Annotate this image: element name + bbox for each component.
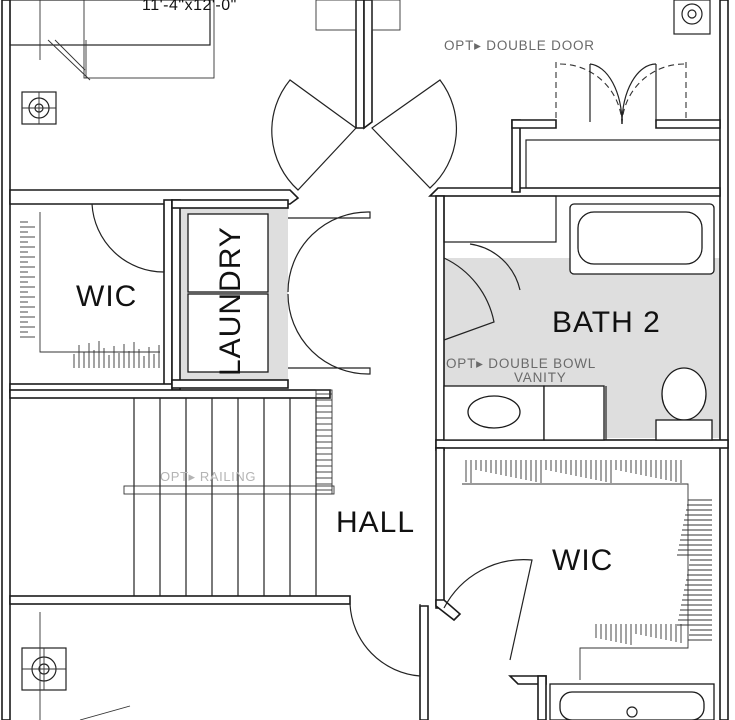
wic-left-door-icon xyxy=(91,203,165,273)
laundry-label: LAUNDRY xyxy=(214,226,247,376)
wall-lower-right xyxy=(419,605,429,720)
washer-dryer xyxy=(187,213,269,373)
wall-bath-left xyxy=(435,195,445,451)
wic-left-label: WIC xyxy=(76,280,137,313)
staircase xyxy=(133,398,317,596)
wall-closet-top-left-cap xyxy=(511,119,557,129)
wall-wic-right-left xyxy=(435,447,445,609)
bath-partition xyxy=(443,195,557,243)
vanity-note-line2: VANITY xyxy=(514,370,567,385)
opt-double-door-icon xyxy=(525,62,721,189)
ceiling-fixture-icon xyxy=(21,647,67,691)
hall-label: HALL xyxy=(336,506,415,539)
laundry-double-door-icon xyxy=(287,211,371,375)
wall-left-exterior xyxy=(1,0,11,720)
wall-top-center-right xyxy=(363,0,373,130)
wall-laundry-bottom xyxy=(171,379,289,389)
wall-stair-bottom xyxy=(9,595,351,605)
opt-railing xyxy=(123,389,335,495)
bedroom-furniture xyxy=(9,0,401,81)
wall-right-exterior xyxy=(719,0,729,720)
wall-bath-top xyxy=(428,187,721,197)
vanity-note-line1: OPT▸ DOUBLE BOWL xyxy=(446,356,596,371)
wall-lower-bath-left xyxy=(537,675,547,720)
vanity xyxy=(443,385,607,441)
wall-wic-left-right xyxy=(163,199,173,386)
wall-laundry-left xyxy=(171,199,181,391)
bedroom-double-door-icon xyxy=(271,79,458,191)
wic-right-shelving xyxy=(462,460,712,680)
bath-2-label: BATH 2 xyxy=(552,306,661,339)
wall-bath-bottom xyxy=(435,439,729,449)
wall-laundry-top xyxy=(171,199,289,209)
opt-railing-note: OPT▸ RAILING xyxy=(160,469,256,484)
toilet-icon xyxy=(655,367,713,441)
wall-stair-top xyxy=(9,389,331,399)
wic-left-shelving xyxy=(20,212,160,368)
bedroom-dimension-label: 11'-4"x12'-0" xyxy=(142,0,237,14)
bath-door-icon xyxy=(443,243,521,341)
bathtub xyxy=(569,203,715,275)
wall-wic-right-corner xyxy=(435,599,462,622)
lower-bedroom-door-icon xyxy=(349,603,421,677)
wall-closet-top-left xyxy=(511,119,521,193)
ceiling-fixture-icon xyxy=(21,91,57,125)
wall-top-center xyxy=(355,0,365,129)
ceiling-fixture-icon xyxy=(673,0,711,35)
wall-closet-top-right xyxy=(655,119,721,129)
opt-double-door-note: OPT▸ DOUBLE DOOR xyxy=(444,38,595,53)
lower-bathtub xyxy=(549,683,715,720)
wic-right-label: WIC xyxy=(552,544,613,577)
wic-right-door-icon xyxy=(443,559,533,661)
lower-bedroom-furniture xyxy=(79,705,131,720)
